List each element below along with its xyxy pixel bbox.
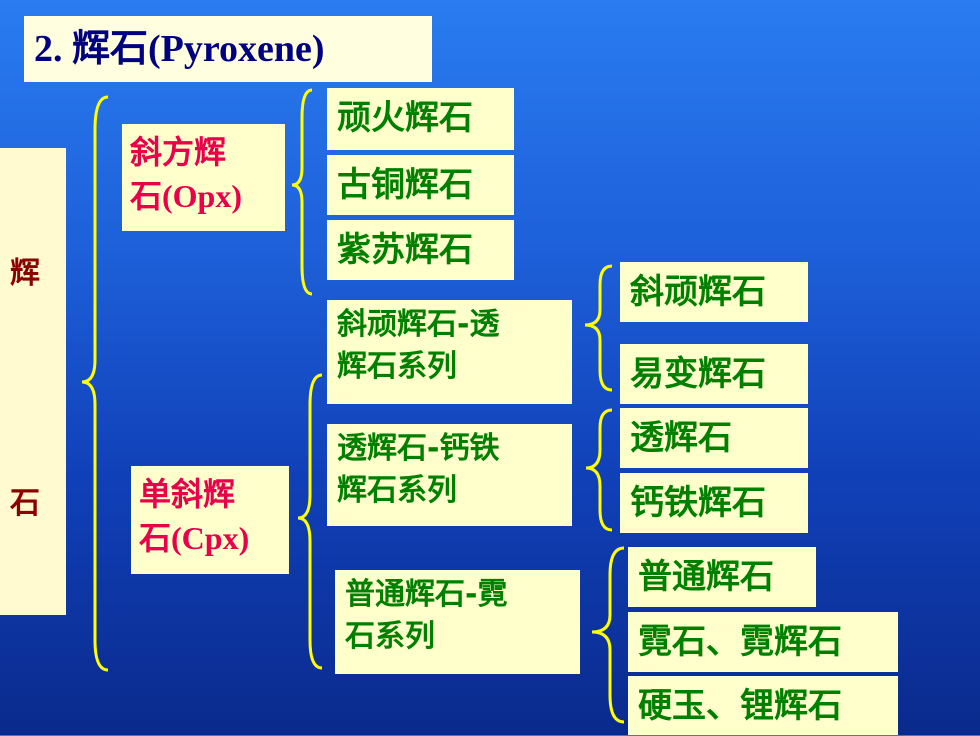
brace-series-1 — [584, 264, 613, 392]
brace-main — [81, 95, 109, 672]
brace-cpx — [297, 373, 323, 670]
cpx-label-line1: 单斜辉 — [139, 475, 236, 513]
series-line1: 斜顽辉石-透 — [337, 307, 500, 342]
side-label: 辉 石 — [0, 148, 66, 615]
series-member-box: 透辉石 — [620, 408, 808, 468]
cpx-series-box: 普通辉石-霓 石系列 — [335, 570, 580, 674]
series-line2: 辉石系列 — [337, 473, 457, 508]
series-member-box: 普通辉石 — [628, 547, 816, 607]
series-member-box: 易变辉石 — [620, 344, 808, 404]
cpx-series-box: 透辉石-钙铁 辉石系列 — [327, 424, 572, 526]
series-member-box: 硬玉、锂辉石 — [628, 676, 898, 735]
opx-label-line1: 斜方辉 — [130, 133, 227, 171]
opx-member-box: 顽火辉石 — [327, 88, 514, 150]
opx-member-box: 紫苏辉石 — [327, 220, 514, 280]
series-line1: 透辉石-钙铁 — [337, 431, 500, 466]
side-char-1: 辉 — [10, 256, 40, 291]
series-line2: 石系列 — [345, 619, 435, 654]
brace-opx — [291, 88, 313, 296]
cpx-box: 单斜辉 石(Cpx) — [131, 466, 289, 574]
cpx-series-box: 斜顽辉石-透 辉石系列 — [327, 300, 572, 404]
series-member-box: 霓石、霓辉石 — [628, 612, 898, 672]
brace-series-2 — [585, 408, 613, 532]
series-member-box: 钙铁辉石 — [620, 473, 808, 533]
opx-box: 斜方辉 石(Opx) — [122, 124, 285, 231]
opx-member-box: 古铜辉石 — [327, 155, 514, 215]
opx-label-line2: 石(Opx) — [130, 178, 243, 214]
brace-series-3 — [591, 546, 625, 724]
series-line2: 辉石系列 — [337, 349, 457, 384]
series-member-box: 斜顽辉石 — [620, 262, 808, 322]
side-char-2: 石 — [10, 486, 40, 521]
series-line1: 普通辉石-霓 — [345, 577, 508, 612]
cpx-label-line2: 石(Cpx) — [139, 520, 250, 556]
page-title: 2. 辉石(Pyroxene) — [24, 16, 432, 82]
